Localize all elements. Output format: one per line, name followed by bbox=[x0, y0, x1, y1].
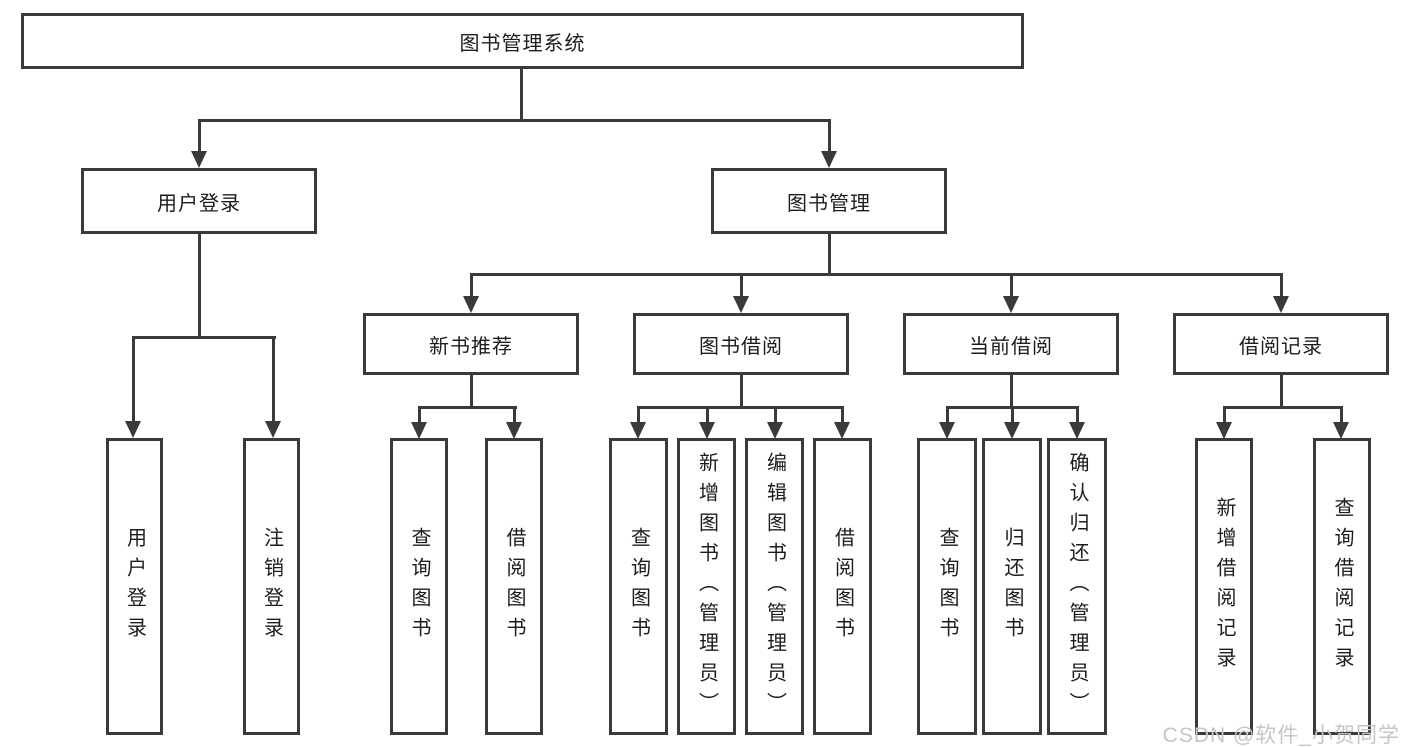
connector-drop-logout-leaf bbox=[272, 336, 275, 423]
connector-drop bbox=[841, 406, 844, 424]
node-label: 图书借阅 bbox=[699, 335, 783, 358]
arrow-down-icon bbox=[767, 422, 783, 439]
arrow-down-icon bbox=[411, 422, 427, 439]
arrow-down-icon bbox=[699, 422, 715, 439]
connector-drop-book-management bbox=[828, 119, 831, 156]
arrow-down-icon bbox=[630, 422, 646, 439]
connector-borrow-records-stem bbox=[1280, 375, 1283, 409]
node-label: 确认归还（管理员） bbox=[1066, 451, 1088, 722]
node-bb-query-books: 查询图书 bbox=[609, 438, 668, 735]
node-cb-confirm-return-admin: 确认归还（管理员） bbox=[1047, 438, 1107, 735]
node-bb-add-books-admin: 新增图书（管理员） bbox=[677, 438, 736, 735]
arrow-down-icon bbox=[1003, 296, 1019, 313]
connector-book-borrow-stem bbox=[740, 375, 743, 409]
arrow-down-icon bbox=[733, 296, 749, 313]
connector-drop-current-borrow bbox=[1010, 273, 1013, 301]
node-label: 查询图书 bbox=[627, 526, 650, 647]
connector-root-split bbox=[198, 119, 831, 122]
connector-current-borrow-stem bbox=[1010, 375, 1013, 409]
node-new-book-recommendation: 新书推荐 bbox=[363, 313, 579, 375]
connector-drop bbox=[1011, 406, 1014, 424]
connector-book-borrow-split bbox=[637, 406, 843, 409]
connector-drop bbox=[1076, 406, 1079, 424]
node-label: 查询图书 bbox=[408, 526, 430, 647]
arrow-down-icon bbox=[191, 151, 207, 168]
node-label: 当前借阅 bbox=[969, 335, 1053, 358]
connector-drop-user-login bbox=[198, 119, 201, 156]
arrow-down-icon bbox=[506, 422, 522, 439]
connector-user-login-stem bbox=[198, 234, 201, 339]
node-user-login-leaf: 用户登录 bbox=[106, 438, 163, 735]
node-label: 用户登录 bbox=[123, 526, 146, 647]
node-label: 注销登录 bbox=[260, 526, 283, 647]
connector-borrow-records-split bbox=[1223, 406, 1343, 409]
node-library-management-system: 图书管理系统 bbox=[21, 13, 1024, 69]
node-label: 新增借阅记录 bbox=[1213, 496, 1235, 677]
connector-drop bbox=[637, 406, 640, 424]
node-book-borrowing: 图书借阅 bbox=[633, 313, 849, 375]
csdn-watermark: CSDN @软件_小贺同学 bbox=[1162, 724, 1400, 747]
node-label: 查询借阅记录 bbox=[1331, 496, 1353, 677]
node-current-borrowing: 当前借阅 bbox=[903, 313, 1119, 375]
arrow-down-icon bbox=[1069, 422, 1085, 439]
node-book-management: 图书管理 bbox=[711, 168, 947, 234]
arrow-down-icon bbox=[265, 421, 281, 438]
node-nb-borrow-books: 借阅图书 bbox=[485, 438, 543, 735]
node-br-query-record: 查询借阅记录 bbox=[1313, 438, 1371, 735]
node-label: 查询图书 bbox=[936, 526, 958, 647]
connector-root-stem bbox=[520, 69, 523, 122]
node-label: 借阅图书 bbox=[503, 526, 525, 647]
connector-drop bbox=[1223, 406, 1226, 424]
node-bb-borrow-books: 借阅图书 bbox=[813, 438, 872, 735]
node-label: 新增图书（管理员） bbox=[695, 451, 718, 722]
arrow-down-icon bbox=[834, 422, 850, 439]
node-cb-query-books: 查询图书 bbox=[917, 438, 977, 735]
node-nb-query-books: 查询图书 bbox=[390, 438, 448, 735]
connector-new-book-stem bbox=[470, 375, 473, 409]
connector-drop bbox=[1340, 406, 1343, 424]
node-label: 图书管理系统 bbox=[459, 32, 586, 55]
connector-drop-new-book bbox=[470, 273, 473, 301]
arrow-down-icon bbox=[1333, 422, 1349, 439]
arrow-down-icon bbox=[939, 422, 955, 439]
arrow-down-icon bbox=[1273, 296, 1289, 313]
node-borrowing-records: 借阅记录 bbox=[1173, 313, 1389, 375]
connector-user-login-split bbox=[132, 336, 276, 339]
connector-book-management-stem bbox=[828, 234, 831, 276]
node-cb-return-books: 归还图书 bbox=[982, 438, 1042, 735]
connector-drop-user-login-leaf bbox=[132, 336, 135, 423]
arrow-down-icon bbox=[1216, 422, 1232, 439]
node-label: 借阅记录 bbox=[1239, 335, 1323, 358]
connector-drop bbox=[513, 406, 516, 424]
node-bb-edit-books-admin: 编辑图书（管理员） bbox=[745, 438, 804, 735]
connector-drop bbox=[706, 406, 709, 424]
connector-drop-book-borrow bbox=[740, 273, 743, 301]
connector-book-management-split bbox=[470, 273, 1283, 276]
node-label: 图书管理 bbox=[787, 192, 871, 215]
arrow-down-icon bbox=[125, 421, 141, 438]
arrow-down-icon bbox=[821, 151, 837, 168]
node-label: 新书推荐 bbox=[429, 335, 513, 358]
connector-drop bbox=[418, 406, 421, 424]
node-label: 用户登录 bbox=[157, 192, 241, 215]
node-br-add-record: 新增借阅记录 bbox=[1195, 438, 1253, 735]
connector-drop bbox=[774, 406, 777, 424]
connector-drop-borrow-records bbox=[1280, 273, 1283, 301]
node-logout-leaf: 注销登录 bbox=[243, 438, 300, 735]
node-label: 借阅图书 bbox=[831, 526, 854, 647]
node-label: 编辑图书（管理员） bbox=[763, 451, 786, 722]
node-user-login: 用户登录 bbox=[81, 168, 317, 234]
arrow-down-icon bbox=[1004, 422, 1020, 439]
connector-new-book-split bbox=[418, 406, 517, 409]
arrow-down-icon bbox=[463, 296, 479, 313]
connector-drop bbox=[946, 406, 949, 424]
node-label: 归还图书 bbox=[1001, 526, 1023, 647]
